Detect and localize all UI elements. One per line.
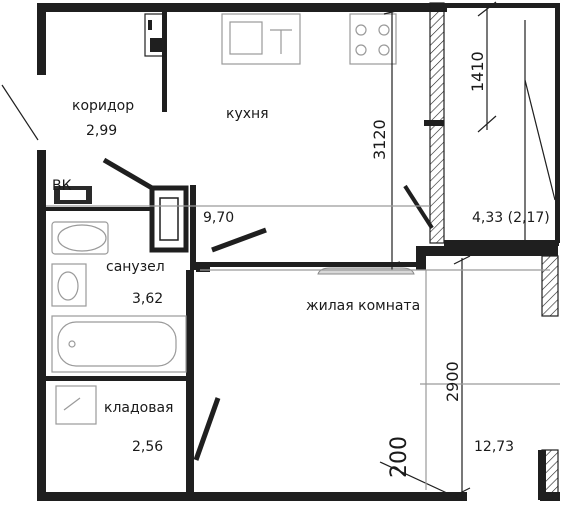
dimension-lines: [46, 1, 560, 501]
kitchen-area: 9,70: [203, 210, 234, 226]
storage-fixture: [55, 385, 97, 425]
storage-label: кладовая: [104, 400, 173, 416]
window-sill: [317, 267, 415, 275]
balcony-area: 4,33 (2,17): [472, 210, 550, 226]
dimension-labels: 3120 1410 2900 200: [370, 51, 487, 478]
bathroom-fixtures: [51, 221, 187, 373]
interior-walls: [46, 12, 426, 500]
balcony-depth-dim: 1410: [468, 51, 487, 92]
doors: [1, 84, 444, 461]
bathroom-label: санузел: [106, 259, 165, 275]
bathroom-area: 3,62: [132, 291, 163, 307]
vk-label: ВК: [52, 178, 72, 194]
room-labels: коридор 2,99 кухня 9,70 4,33 (2,17) сану…: [52, 98, 550, 455]
kitchen-label: кухня: [226, 106, 269, 122]
kitchen-width-dim: 3120: [370, 119, 389, 160]
outer-walls: [37, 2, 560, 501]
living-door-dim: 200: [387, 436, 412, 478]
storage-area: 2,56: [132, 439, 163, 455]
living-width-dim: 2900: [443, 361, 462, 402]
kitchen-fixtures: [144, 13, 397, 65]
living-label: жилая комната: [306, 298, 420, 314]
corridor-label: коридор: [72, 98, 134, 114]
corridor-area: 2,99: [86, 123, 117, 139]
living-area: 12,73: [474, 439, 514, 455]
